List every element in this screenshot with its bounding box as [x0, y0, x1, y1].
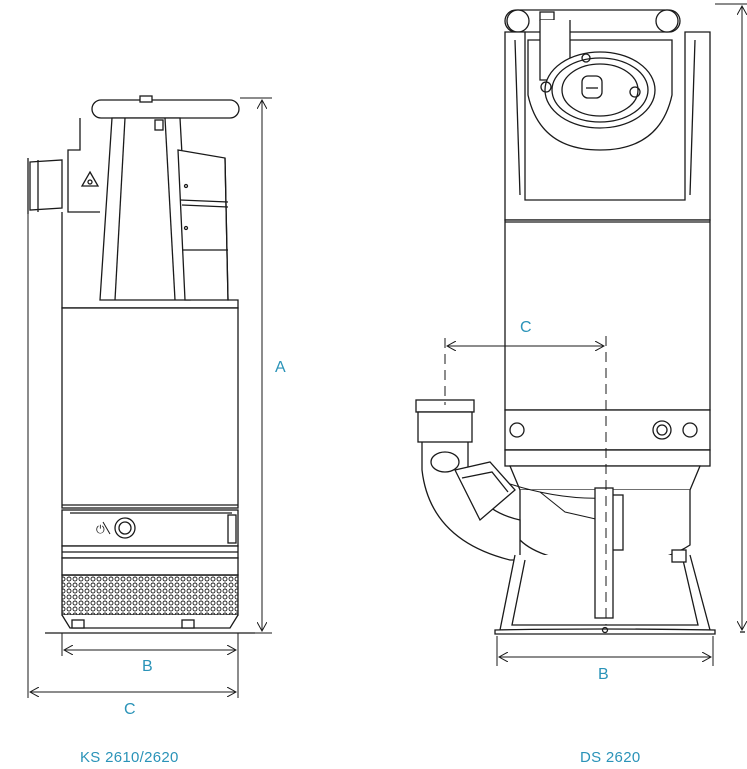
right-pump-caption: DS 2620 — [580, 749, 640, 766]
left-dim-b-label: B — [142, 658, 153, 675]
right-dim-b-label: B — [598, 666, 609, 683]
left-pump-strainer — [61, 574, 239, 616]
left-pump-drawing: ⏻ — [27, 95, 255, 634]
left-pump-motor-body — [61, 307, 239, 509]
right-pump-handle — [504, 9, 681, 33]
right-pump-motor-body — [504, 219, 711, 411]
left-dimension-lines — [27, 97, 272, 698]
left-dim-a-label: A — [275, 359, 286, 376]
right-pump-drawing — [415, 9, 745, 635]
left-pump-handle — [91, 99, 240, 119]
svg-text:⏻: ⏻ — [96, 524, 105, 536]
left-pump-caption: KS 2610/2620 — [80, 749, 179, 766]
left-pump-cable-entry — [114, 517, 136, 539]
left-dim-c-label: C — [124, 701, 136, 718]
right-dim-c-label: C — [520, 319, 532, 336]
right-dimension-lines — [444, 3, 747, 666]
